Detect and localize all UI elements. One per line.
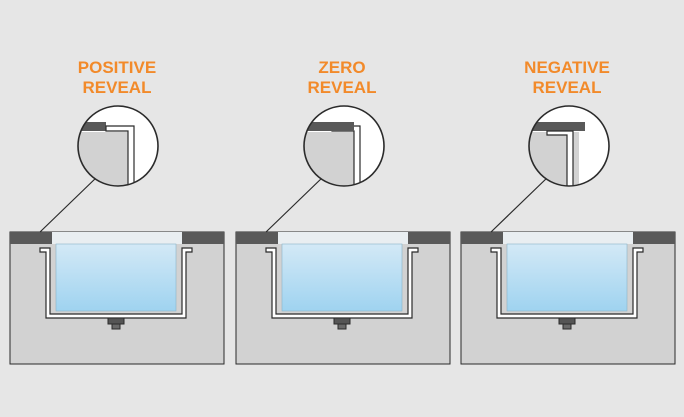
label-zero-reveal: ZERO REVEAL: [262, 58, 422, 98]
countertop-right: [633, 232, 675, 244]
detail-countertop: [529, 122, 585, 131]
countertop-right: [408, 232, 450, 244]
panel-negative: [460, 105, 676, 365]
detail-sink-flange: [105, 125, 135, 186]
drain: [558, 317, 576, 325]
callout-leader: [490, 175, 550, 233]
countertop-opening: [278, 232, 408, 244]
countertop-right: [182, 232, 224, 244]
sink-wall: [39, 247, 193, 319]
drain: [107, 317, 125, 325]
callout-leader: [265, 175, 325, 233]
label-negative-line1: NEGATIVE: [524, 58, 610, 77]
label-zero-line2: REVEAL: [307, 78, 377, 97]
detail-countertop: [78, 122, 106, 131]
detail-sink-flange: [546, 130, 574, 186]
label-negative-reveal: NEGATIVE REVEAL: [487, 58, 647, 98]
countertop-left: [461, 232, 503, 244]
sink-wall: [265, 247, 419, 319]
label-zero-line1: ZERO: [318, 58, 366, 77]
countertop-opening: [52, 232, 182, 244]
detail-countertop-top: [304, 122, 354, 131]
panel-positive: [9, 105, 225, 365]
drain-pipe: [111, 323, 121, 330]
sink-water: [281, 243, 403, 312]
sink-wall: [490, 247, 644, 319]
drain-pipe: [562, 323, 572, 330]
callout-circle-outline: [77, 105, 159, 187]
callout-circle-outline: [528, 105, 610, 187]
drain: [333, 317, 351, 325]
label-negative-line2: REVEAL: [532, 78, 602, 97]
callout-leader: [39, 175, 99, 233]
label-positive-line2: REVEAL: [82, 78, 152, 97]
sink-water: [55, 243, 177, 312]
countertop-opening: [503, 232, 633, 244]
drain-pipe: [337, 323, 347, 330]
sink-water: [506, 243, 628, 312]
label-positive-line1: POSITIVE: [77, 58, 157, 77]
countertop-left: [236, 232, 278, 244]
label-positive-reveal: POSITIVE REVEAL: [37, 58, 197, 98]
countertop-left: [10, 232, 52, 244]
callout-circle-outline: [303, 105, 385, 187]
panel-zero: [235, 105, 451, 365]
